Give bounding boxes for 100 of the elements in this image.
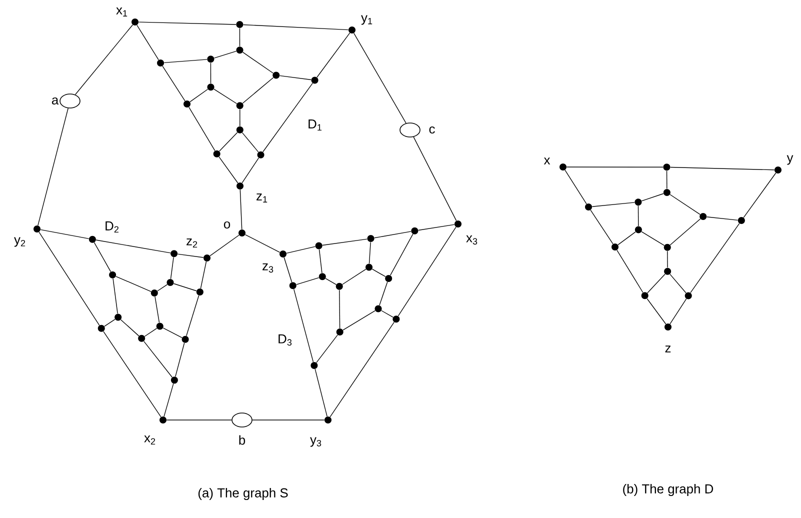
vertex-dot xyxy=(98,324,105,332)
vertex-dot xyxy=(454,220,462,228)
graph-edge xyxy=(641,193,664,202)
vertex-dot xyxy=(204,254,210,262)
vertex-dot xyxy=(182,336,189,343)
graph-edge xyxy=(316,334,338,363)
vertex-dot xyxy=(367,235,374,242)
graph-edge xyxy=(164,383,174,417)
graph-edge xyxy=(120,319,140,336)
vertex-dot xyxy=(324,416,332,424)
vertex-dot xyxy=(641,292,648,300)
caption: (a) The graph S xyxy=(198,488,288,500)
vertex-label: z$_{1}$ xyxy=(256,194,268,202)
vertex-dot xyxy=(257,151,264,158)
vertex-dot xyxy=(664,244,671,251)
vertex-dot xyxy=(560,164,566,170)
graph-edge xyxy=(318,249,322,274)
graph-edge xyxy=(592,202,635,207)
vertex-dot xyxy=(392,316,400,323)
subgraph-label: D$_{2}$ xyxy=(106,221,118,233)
vertex-dot xyxy=(170,250,178,258)
graph-edge xyxy=(647,274,666,294)
vertex-dot xyxy=(738,217,745,224)
graph-edge xyxy=(94,242,112,272)
vertex-dot xyxy=(336,328,344,336)
graph-edge xyxy=(316,32,350,78)
graph-edge xyxy=(690,223,740,294)
vertex-dot xyxy=(664,324,672,330)
vertex-dot xyxy=(612,244,619,250)
vertex-label: y$_{1}$ xyxy=(361,15,372,25)
graph-edge xyxy=(706,216,738,221)
vertex-label: z xyxy=(665,346,671,352)
vertex-dot xyxy=(385,274,392,282)
graph-edge xyxy=(162,66,186,102)
graph-edge xyxy=(173,283,197,292)
vertex-dot xyxy=(207,56,214,63)
vertex-dot xyxy=(88,236,96,243)
vertex-dot xyxy=(236,126,244,134)
vertex-dot xyxy=(289,282,296,290)
vertex-label: x$_{1}$ xyxy=(116,8,128,16)
graph-edge xyxy=(214,50,237,58)
vertex-dot xyxy=(109,271,116,278)
graph-edge xyxy=(330,322,394,418)
graph-edge xyxy=(381,310,394,318)
graph-edge xyxy=(38,108,68,226)
subgraph-label: D$_{1}$ xyxy=(308,119,322,130)
graph-edge xyxy=(214,88,238,104)
vertex-dot xyxy=(318,273,326,280)
graph-edge xyxy=(294,288,314,362)
graph-edge xyxy=(219,132,238,152)
graph-edge xyxy=(590,210,614,244)
graph-edge xyxy=(618,232,636,246)
graph-edge xyxy=(40,229,90,240)
vertex-dot xyxy=(700,213,707,220)
vertex-dot xyxy=(157,59,164,66)
graph-edge xyxy=(74,24,133,95)
vertex-dot xyxy=(207,84,214,91)
oval-vertex xyxy=(400,122,420,138)
graph-edge xyxy=(670,166,775,170)
vertex-dot xyxy=(663,188,670,196)
graph-edge xyxy=(374,231,412,238)
graph-edge xyxy=(284,257,292,282)
vertex-label: y$_{3}$ xyxy=(310,437,322,447)
graph-edge xyxy=(743,172,776,218)
graph-edge xyxy=(136,24,159,60)
vertex-dot xyxy=(213,150,220,158)
graph-edge xyxy=(616,250,644,293)
graph-edge xyxy=(564,170,587,204)
graph-edge xyxy=(164,59,208,64)
graph-edge xyxy=(210,62,212,84)
graph-edge xyxy=(138,22,236,25)
vertex-label: z$_{2}$ xyxy=(186,238,198,248)
vertex-dot xyxy=(280,250,286,258)
graph-edge xyxy=(322,238,368,246)
graph-edge xyxy=(667,250,668,268)
vertex-dot xyxy=(664,268,672,275)
graph-edge xyxy=(398,226,456,316)
graph-edge xyxy=(413,136,457,222)
graph-edge xyxy=(666,170,668,190)
vertex-dot xyxy=(634,226,642,234)
subgraph-label: D$_{3}$ xyxy=(278,334,292,346)
graph-edge xyxy=(177,254,204,258)
graph-edge xyxy=(296,277,320,285)
graph-edge xyxy=(372,268,386,277)
graph-edge xyxy=(116,276,152,292)
vertex-dot xyxy=(114,314,122,321)
graph-edge xyxy=(104,318,116,327)
graph-edge xyxy=(379,282,388,306)
vertex-label: z$_{3}$ xyxy=(262,263,274,273)
graph-edge xyxy=(157,284,168,292)
vertex-label: x$_{3}$ xyxy=(466,235,478,245)
vertex-dot xyxy=(196,288,204,296)
graph-edge xyxy=(242,52,274,74)
vertex-dot xyxy=(184,100,190,108)
graph-edge xyxy=(325,278,336,285)
vertex-dot xyxy=(374,305,382,312)
graph-edge xyxy=(418,224,455,231)
vertex-label: b xyxy=(239,435,246,445)
graph-edge xyxy=(286,246,316,254)
vertex-dot xyxy=(34,226,40,232)
